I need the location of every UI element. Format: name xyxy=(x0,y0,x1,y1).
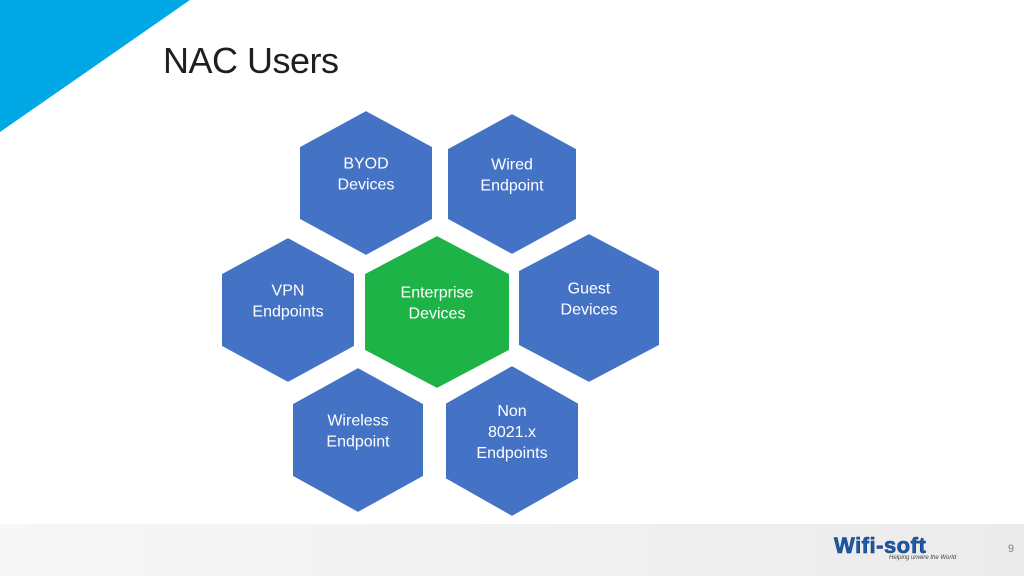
corner-accent xyxy=(0,0,190,132)
hex-shape-vpn xyxy=(220,235,356,385)
hex-shape-guest xyxy=(517,231,661,385)
hex-label-byod-2: Devices xyxy=(338,177,395,194)
page-number: 9 xyxy=(1008,543,1015,555)
hex-label-enterprise-1: Enterprise xyxy=(401,285,474,302)
hex-label-wired-1: Wired xyxy=(491,157,533,174)
hex-label-vpn-2: Endpoints xyxy=(252,304,323,321)
hex-shape-enterprise xyxy=(363,233,511,391)
hex-label-non8021x-3: Endpoints xyxy=(476,445,547,462)
hex-label-wired-2: Endpoint xyxy=(480,178,544,195)
hex-label-vpn-1: VPN xyxy=(272,283,305,300)
wifi-soft-logo: Wifi-soft Helping unwire the World xyxy=(834,533,957,567)
hex-shape-wired xyxy=(446,111,578,257)
hex-label-non8021x-2: 8021.x xyxy=(488,424,536,441)
hex-label-guest-2: Devices xyxy=(561,302,618,319)
hex-label-wireless-1: Wireless xyxy=(327,413,388,430)
hex-byod: BYOD Devices xyxy=(298,108,434,258)
hex-label-byod-1: BYOD xyxy=(343,156,388,173)
hex-shape-byod xyxy=(298,108,434,258)
hex-shape-non8021x xyxy=(444,363,580,519)
hex-label-non8021x-1: Non xyxy=(497,403,526,420)
logo-tagline: Helping unwire the World xyxy=(889,555,957,561)
footer-bar xyxy=(0,524,1024,576)
hex-label-enterprise-2: Devices xyxy=(409,306,466,323)
slide-title: NAC Users xyxy=(163,40,339,81)
hex-label-wireless-2: Endpoint xyxy=(326,434,390,451)
hex-label-guest-1: Guest xyxy=(568,281,611,298)
logo-name: Wifi-soft xyxy=(834,533,927,558)
hex-shape-wireless xyxy=(291,365,425,515)
hex-vpn: VPN Endpoints xyxy=(220,235,356,385)
